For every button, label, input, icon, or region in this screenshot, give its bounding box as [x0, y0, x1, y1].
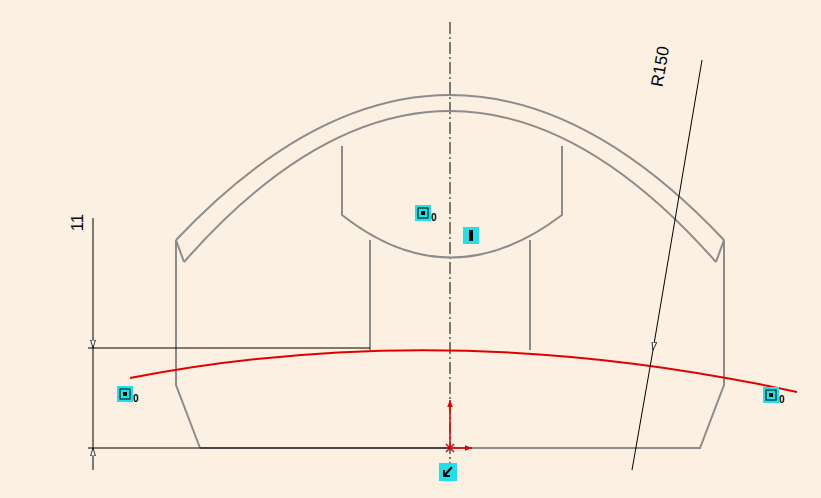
part-outline	[176, 95, 724, 448]
relation-count: 0	[431, 213, 437, 223]
dimension-value: R150	[648, 45, 672, 88]
dimension	[88, 218, 450, 470]
dimension-value: 11	[70, 213, 87, 231]
relation-count: 0	[133, 394, 139, 404]
relation-count: 0	[779, 395, 785, 405]
origin-symbol	[446, 400, 472, 452]
radius-leader	[632, 60, 702, 470]
relation-icon	[117, 205, 779, 481]
center-line	[450, 22, 451, 470]
sketch-arc	[130, 350, 797, 392]
